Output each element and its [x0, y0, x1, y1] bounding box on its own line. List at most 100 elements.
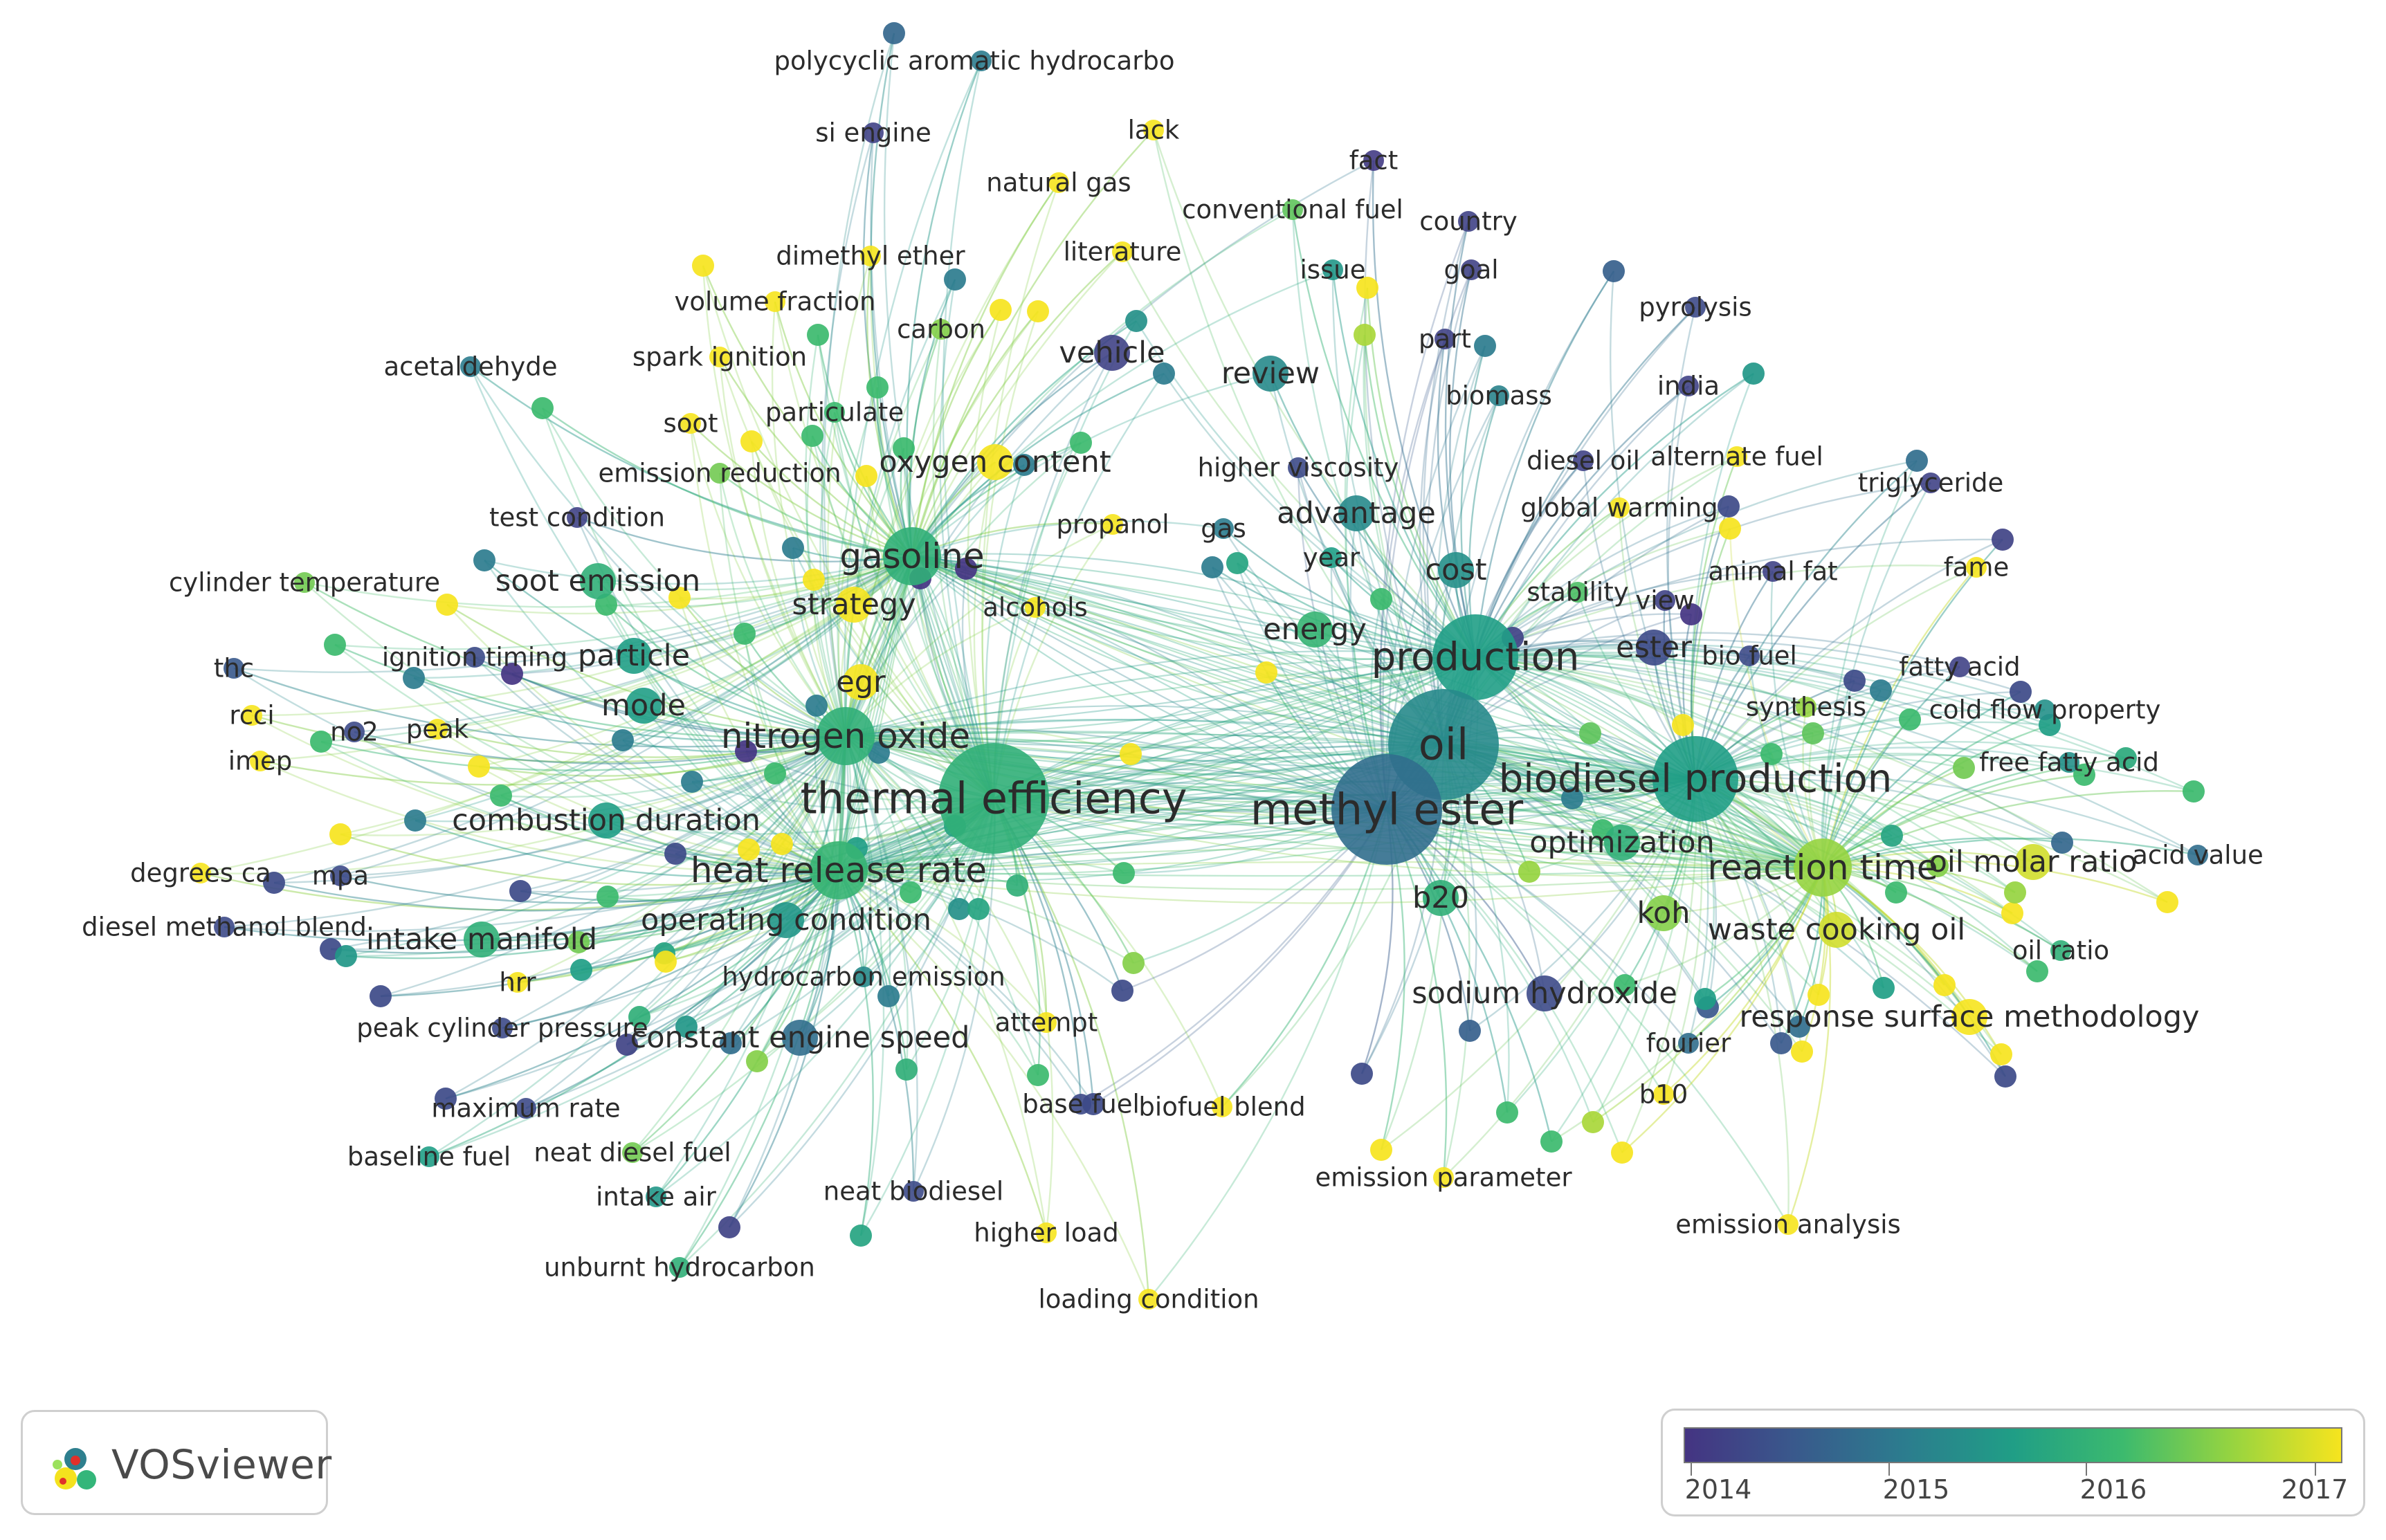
node-label[interactable]: mode	[601, 688, 686, 723]
network-node[interactable]	[1435, 329, 1455, 349]
network-node[interactable]	[868, 742, 890, 764]
network-node[interactable]	[817, 707, 875, 765]
network-node[interactable]	[990, 299, 1012, 321]
network-node[interactable]	[460, 356, 481, 377]
node-label[interactable]: view	[1635, 586, 1694, 616]
network-node[interactable]	[1474, 335, 1496, 357]
node-label[interactable]: dimethyl ether	[776, 241, 965, 271]
network-node[interactable]	[668, 587, 691, 609]
network-node[interactable]	[464, 647, 485, 668]
network-node[interactable]	[1120, 743, 1142, 765]
node-label[interactable]: higher viscosity	[1198, 453, 1399, 483]
network-node[interactable]	[782, 537, 804, 559]
network-node[interactable]	[866, 376, 889, 398]
network-node[interactable]	[1579, 722, 1601, 744]
node-label[interactable]: reaction time	[1708, 847, 1938, 888]
network-node[interactable]	[810, 841, 868, 899]
network-node[interactable]	[1125, 310, 1147, 332]
network-node[interactable]	[1288, 457, 1309, 478]
network-node[interactable]	[1873, 977, 1895, 999]
network-node[interactable]	[903, 1181, 924, 1202]
network-node[interactable]	[1070, 432, 1092, 454]
network-node[interactable]	[1611, 1142, 1633, 1164]
node-label[interactable]: fourier	[1646, 1029, 1731, 1058]
network-node[interactable]	[1356, 277, 1378, 299]
network-node[interactable]	[948, 898, 970, 920]
network-node[interactable]	[1719, 517, 1741, 540]
network-node[interactable]	[1678, 376, 1699, 396]
network-node[interactable]	[492, 1018, 513, 1038]
network-node[interactable]	[1678, 1033, 1699, 1054]
network-node[interactable]	[720, 1032, 742, 1054]
node-label[interactable]: spark ignition	[632, 342, 807, 372]
network-node[interactable]	[1071, 1094, 1091, 1115]
network-node[interactable]	[1582, 1111, 1604, 1133]
network-node[interactable]	[2004, 881, 2026, 904]
network-node[interactable]	[805, 695, 828, 717]
node-label[interactable]: issue	[1300, 255, 1365, 285]
network-node[interactable]	[1920, 473, 1941, 493]
node-label[interactable]: loading condition	[1038, 1285, 1259, 1314]
network-node[interactable]	[509, 880, 531, 902]
node-label[interactable]: si engine	[815, 118, 931, 148]
network-node[interactable]	[765, 291, 785, 312]
network-node[interactable]	[570, 959, 592, 981]
network-node[interactable]	[1213, 518, 1234, 539]
network-node[interactable]	[1933, 974, 1956, 996]
network-node[interactable]	[1025, 597, 1046, 618]
network-node[interactable]	[1006, 874, 1028, 897]
network-node[interactable]	[768, 902, 804, 938]
network-node[interactable]	[427, 719, 448, 740]
node-label[interactable]: emission parameter	[1315, 1163, 1572, 1193]
node-label[interactable]: nitrogen oxide	[721, 716, 970, 756]
node-label[interactable]: b20	[1412, 881, 1469, 915]
network-node[interactable]	[250, 751, 271, 771]
network-node[interactable]	[977, 444, 1013, 480]
node-label[interactable]: review	[1221, 356, 1320, 391]
network-node[interactable]	[2156, 891, 2178, 913]
node-label[interactable]: operating condition	[641, 903, 931, 937]
network-node[interactable]	[580, 563, 616, 599]
network-node[interactable]	[1636, 630, 1672, 666]
node-label[interactable]: polycyclic aromatic hydrocarbo	[774, 46, 1174, 76]
network-node[interactable]	[1036, 1222, 1057, 1243]
network-node[interactable]	[877, 985, 900, 1007]
network-node[interactable]	[2050, 940, 2071, 961]
network-node[interactable]	[1518, 861, 1540, 883]
node-label[interactable]: diesel methanol blend	[82, 913, 367, 942]
network-node[interactable]	[1778, 1214, 1798, 1235]
network-node[interactable]	[1881, 825, 1903, 847]
network-node[interactable]	[294, 572, 315, 593]
node-label[interactable]: baseline fuel	[347, 1142, 511, 1172]
network-node[interactable]	[567, 931, 590, 953]
node-label[interactable]: animal fat	[1708, 557, 1837, 587]
node-label[interactable]: egr	[836, 665, 886, 699]
network-node[interactable]	[764, 762, 786, 785]
network-node[interactable]	[464, 922, 500, 957]
network-node[interactable]	[1953, 757, 1975, 779]
network-node[interactable]	[1646, 895, 1682, 931]
node-label[interactable]: oil	[1419, 719, 1468, 770]
network-node[interactable]	[1927, 855, 1949, 877]
network-node[interactable]	[330, 865, 351, 886]
network-node[interactable]	[771, 833, 793, 855]
node-label[interactable]: hydrocarbon emission	[722, 962, 1005, 992]
node-label[interactable]: biofuel blend	[1138, 1092, 1305, 1122]
network-node[interactable]	[1655, 590, 1675, 611]
node-label[interactable]: india	[1657, 372, 1720, 401]
network-node[interactable]	[1527, 975, 1563, 1011]
network-node[interactable]	[596, 886, 619, 908]
node-label[interactable]: energy	[1263, 612, 1367, 647]
node-label[interactable]: b10	[1639, 1080, 1688, 1110]
node-label[interactable]: literature	[1064, 237, 1182, 267]
node-label[interactable]: thermal efficiency	[800, 773, 1187, 824]
network-node[interactable]	[1423, 880, 1459, 916]
node-label[interactable]: bio fuel	[1702, 641, 1797, 671]
node-label[interactable]: heat release rate	[691, 850, 987, 890]
network-node[interactable]	[1013, 454, 1035, 476]
node-label[interactable]: neat diesel fuel	[534, 1138, 731, 1168]
network-node[interactable]	[1653, 1084, 1674, 1105]
node-label[interactable]: fame	[1944, 553, 2010, 583]
network-node[interactable]	[863, 122, 884, 143]
